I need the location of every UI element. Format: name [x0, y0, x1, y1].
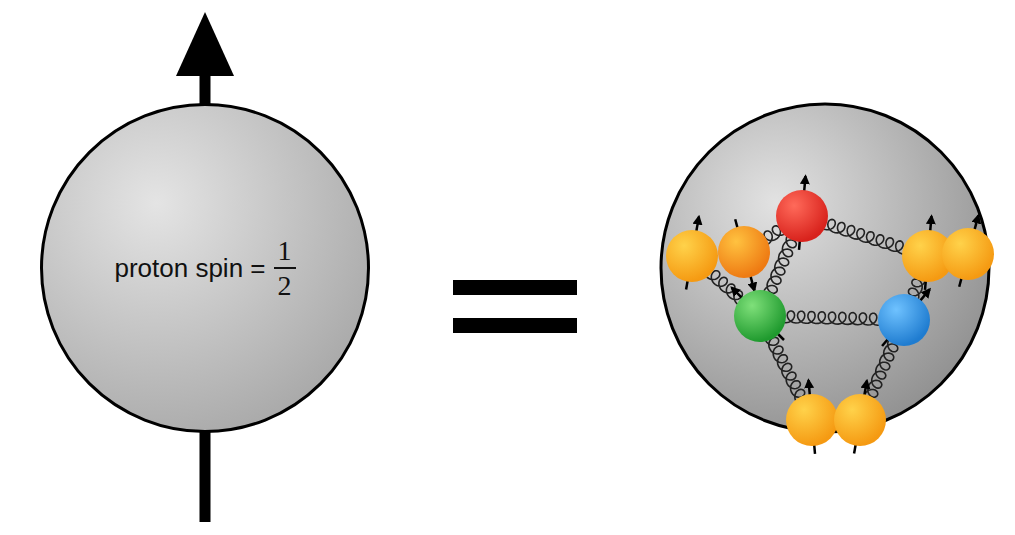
quark — [878, 294, 930, 346]
quark — [942, 228, 994, 280]
proton-interior — [661, 104, 989, 432]
equals-sign — [453, 318, 577, 333]
quarks — [666, 176, 994, 454]
proton-circle: proton spin = 12 — [40, 103, 370, 433]
numerator: 1 — [274, 236, 296, 269]
quark — [734, 290, 786, 342]
spin-arrowhead — [176, 12, 234, 76]
spin-axis — [200, 430, 211, 522]
node-text: proton spin = — [114, 253, 265, 284]
quark — [776, 190, 828, 242]
equals-sign — [453, 280, 577, 295]
quark — [834, 394, 886, 446]
quark — [718, 226, 770, 278]
denominator: 2 — [274, 269, 296, 300]
quark — [786, 394, 838, 446]
quark — [666, 230, 718, 282]
fraction: 12 — [274, 236, 296, 301]
